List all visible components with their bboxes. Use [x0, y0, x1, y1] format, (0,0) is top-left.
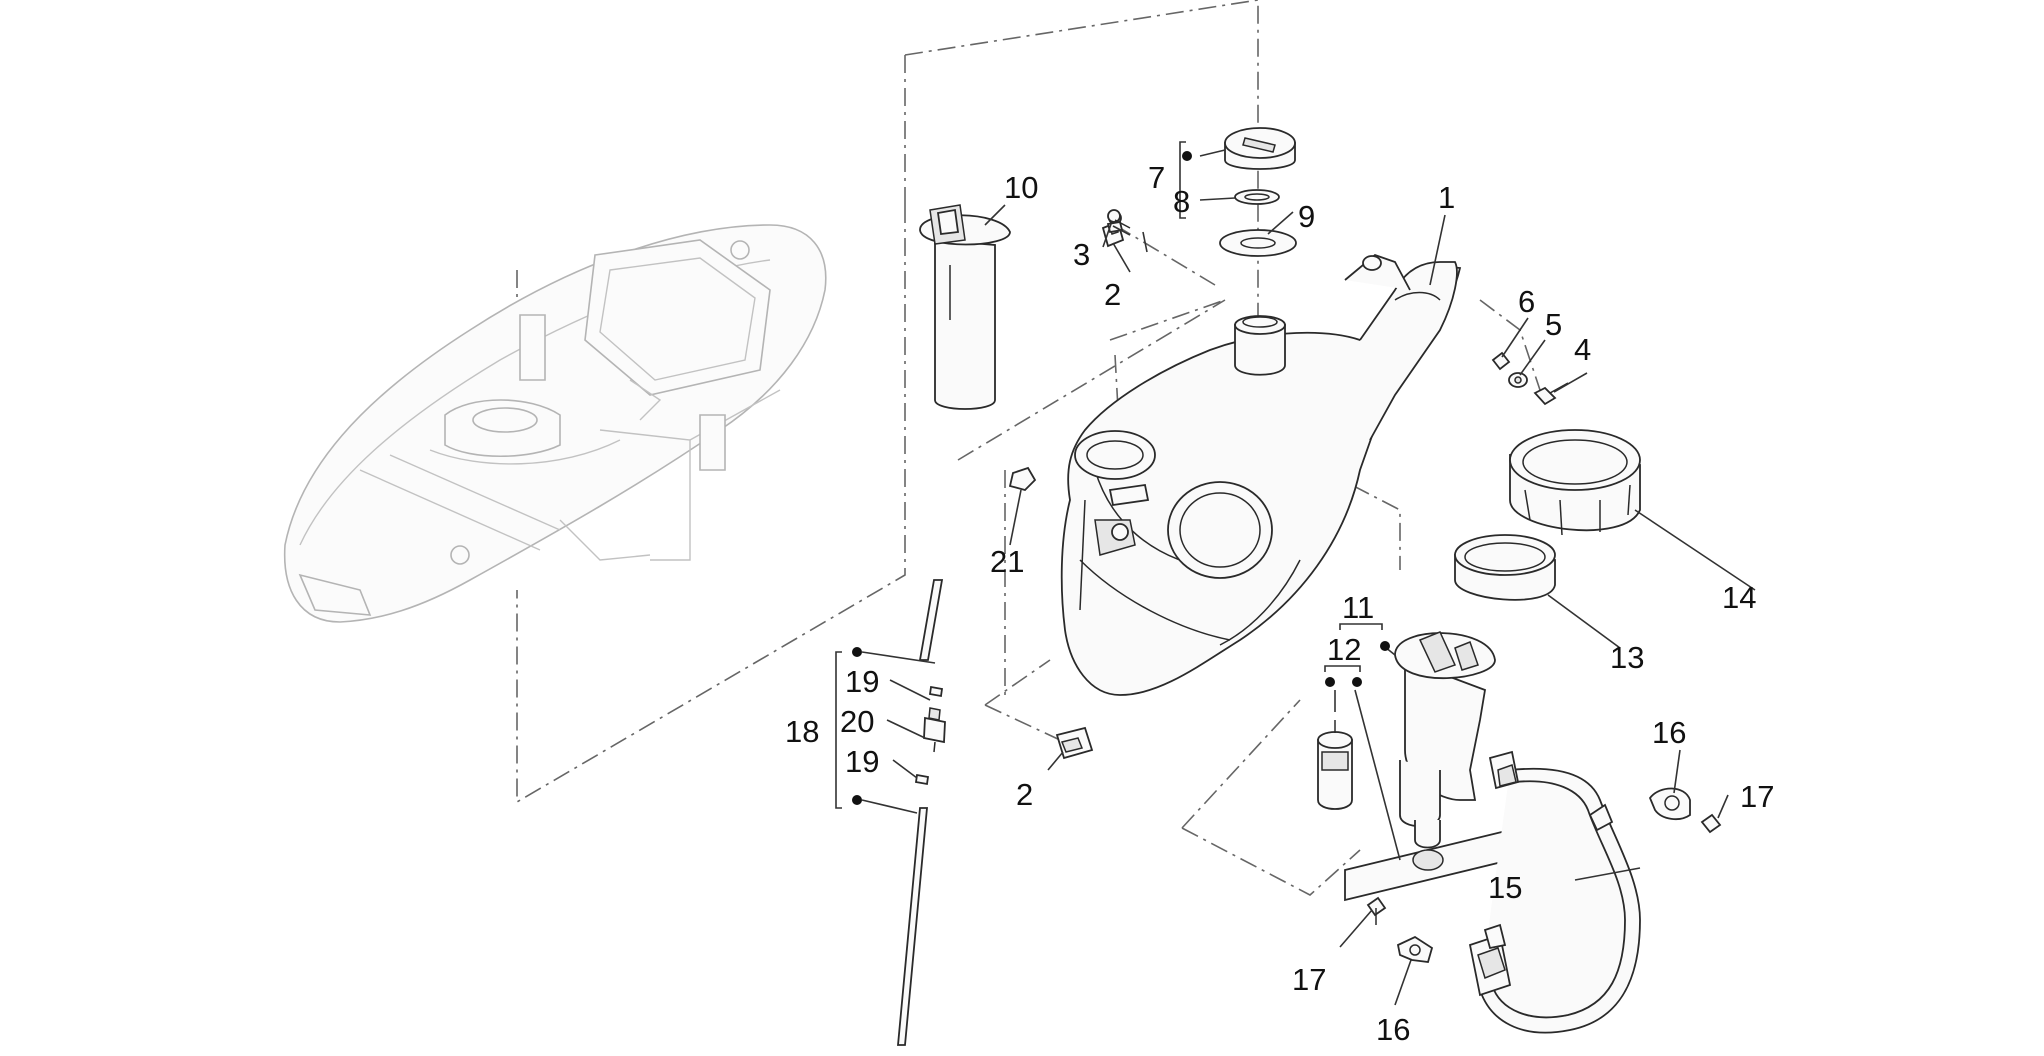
group-bullets — [852, 151, 1390, 805]
callout-20: 20 — [840, 704, 874, 739]
callout-10: 10 — [1004, 170, 1038, 205]
fuel-cap-assembly — [1219, 127, 1297, 257]
fuel-hose-15 — [1468, 750, 1641, 1034]
callout-21: 21 — [990, 544, 1024, 579]
callout-18: 18 — [785, 714, 819, 749]
callout-11: 11 — [1342, 590, 1374, 625]
callout-16-lower: 16 — [1376, 1012, 1410, 1047]
fuel-level-sender — [919, 204, 1011, 410]
seal-13 — [1454, 534, 1556, 601]
hose-clamp-16-upper — [1648, 787, 1691, 821]
callout-9: 9 — [1298, 199, 1315, 234]
leader-lines — [835, 141, 1756, 1006]
callout-17-lower: 17 — [1292, 962, 1326, 997]
callout-5: 5 — [1545, 307, 1562, 342]
callout-3: 3 — [1073, 237, 1090, 272]
callout-2-upper: 2 — [1104, 277, 1121, 312]
callout-4: 4 — [1574, 332, 1591, 367]
callout-6: 6 — [1518, 284, 1535, 319]
callout-19-upper: 19 — [845, 664, 879, 699]
callout-labels: 1 2 2 3 4 5 6 7 8 9 10 11 12 13 14 15 16… — [785, 160, 1774, 1047]
underseat-frame-ghost — [283, 224, 827, 623]
hose-clamp-16-lower — [1396, 935, 1434, 963]
fasteners-4-5-6 — [1491, 351, 1569, 406]
callout-17-upper: 17 — [1740, 779, 1774, 814]
callout-1: 1 — [1438, 180, 1455, 215]
callout-14: 14 — [1722, 580, 1756, 615]
clip-lower-2 — [1055, 726, 1094, 760]
callout-19-lower: 19 — [845, 744, 879, 779]
screw-17-upper — [1700, 813, 1722, 834]
ring-nut-14 — [1509, 429, 1641, 536]
screw-3-real — [1114, 219, 1131, 229]
callout-15: 15 — [1488, 870, 1522, 905]
breather-hose-assembly — [897, 579, 946, 1046]
fuel-pump-assembly — [1317, 631, 1511, 902]
callout-2-lower: 2 — [1016, 777, 1033, 812]
callout-7: 7 — [1148, 160, 1165, 195]
nut-21 — [1008, 466, 1037, 492]
callout-12: 12 — [1327, 632, 1361, 667]
callout-16-upper: 16 — [1652, 715, 1686, 750]
callout-13: 13 — [1610, 640, 1644, 675]
callout-8: 8 — [1173, 184, 1190, 219]
fuel-tank-body — [1060, 253, 1462, 696]
